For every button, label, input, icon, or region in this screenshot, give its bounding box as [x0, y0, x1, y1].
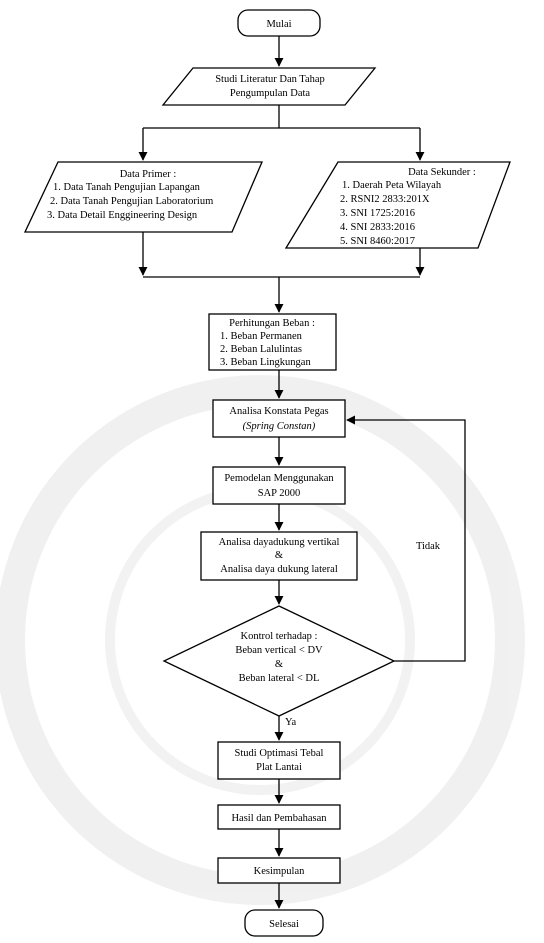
load-calc-item-1: 1. Beban Permanen	[220, 331, 303, 342]
modeling-node: Pemodelan Menggunakan SAP 2000	[212, 466, 346, 505]
primary-data-node: Data Primer : 1. Data Tanah Pengujian La…	[23, 161, 263, 233]
modeling-line-2: SAP 2000	[258, 488, 301, 499]
spring-line-2: (Spring Constan)	[243, 421, 316, 432]
results-node: Hasil dan Pembahasan	[217, 804, 341, 830]
end-label: Selesai	[269, 919, 299, 930]
decision-line-2: Beban vertical < DV	[235, 645, 323, 656]
start-terminator: Mulai	[237, 9, 321, 37]
start-label: Mulai	[266, 19, 291, 30]
secondary-item-1: 1. Daerah Peta Wilayah	[342, 180, 442, 191]
spring-node: Analisa Konstata Pegas (Spring Constan)	[212, 399, 346, 438]
literature-line-1: Studi Literatur Dan Tahap	[215, 74, 325, 85]
yes-label: Ya	[285, 717, 297, 728]
decision-line-3: &	[275, 659, 283, 670]
load-calc-node: Perhitungan Beban : 1. Beban Permanen 2.…	[208, 313, 337, 371]
load-calc-title: Perhitungan Beban :	[229, 318, 315, 329]
results-label: Hasil dan Pembahasan	[231, 813, 327, 824]
capacity-node: Analisa dayadukung vertikal & Analisa da…	[200, 531, 358, 581]
decision-node: Kontrol terhadap : Beban vertical < DV &…	[162, 605, 396, 717]
literature-node: Studi Literatur Dan Tahap Pengumpulan Da…	[161, 67, 377, 106]
decision-line-4: Beban lateral < DL	[239, 673, 320, 684]
conclusion-label: Kesimpulan	[254, 866, 305, 877]
optimization-node: Studi Optimasi Tebal Plat Lantai	[217, 741, 341, 780]
primary-title: Data Primer :	[120, 169, 177, 180]
end-terminator: Selesai	[244, 909, 324, 937]
modeling-line-1: Pemodelan Menggunakan	[224, 473, 334, 484]
primary-item-1: 1. Data Tanah Pengujian Lapangan	[53, 182, 201, 193]
secondary-data-node: Data Sekunder : 1. Daerah Peta Wilayah 2…	[284, 161, 511, 249]
capacity-line-1: Analisa dayadukung vertikal	[219, 537, 340, 548]
decision-line-1: Kontrol terhadap :	[241, 631, 318, 642]
load-calc-item-3: 3. Beban Lingkungan	[220, 357, 311, 368]
secondary-item-4: 4. SNI 2833:2016	[340, 222, 415, 233]
secondary-item-2: 2. RSNI2 2833:201X	[340, 194, 430, 205]
conclusion-node: Kesimpulan	[217, 857, 341, 884]
optimization-line-1: Studi Optimasi Tebal	[235, 748, 324, 759]
literature-line-2: Pengumpulan Data	[230, 88, 311, 99]
load-calc-item-2: 2. Beban Lalulintas	[220, 344, 302, 355]
spring-line-1: Analisa Konstata Pegas	[229, 406, 328, 417]
secondary-title: Data Sekunder :	[408, 167, 476, 178]
primary-item-3: 3. Data Detail Enggineering Design	[47, 210, 198, 221]
no-label: Tidak	[416, 541, 441, 552]
primary-item-2: 2. Data Tanah Pengujian Laboratorium	[50, 196, 213, 207]
capacity-line-3: Analisa daya dukung lateral	[220, 564, 338, 575]
secondary-item-5: 5. SNI 8460:2017	[340, 236, 415, 247]
capacity-line-2: &	[275, 550, 283, 561]
arrow-no-loop	[346, 415, 466, 662]
optimization-line-2: Plat Lantai	[256, 762, 302, 773]
secondary-item-3: 3. SNI 1725:2016	[340, 208, 415, 219]
